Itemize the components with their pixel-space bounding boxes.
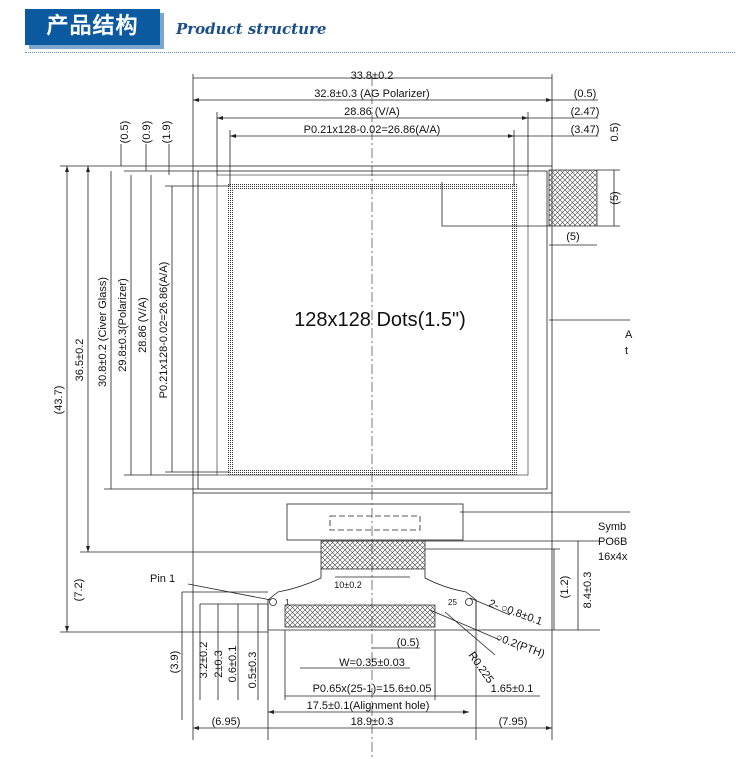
dim-left-09: (0.9)	[141, 121, 153, 144]
w-label: W=0.35±0.03	[339, 657, 405, 669]
dim-39: (3.9)	[169, 651, 181, 674]
dim-polarizer: 32.8±0.3 (AG Polarizer)	[314, 88, 429, 100]
section-title: 产品结构	[25, 9, 160, 45]
dim-right-247: (2.47)	[571, 106, 600, 118]
pin1-label: Pin 1	[150, 573, 175, 585]
fpc-neck	[320, 540, 426, 570]
holes-label: 2- ○0.8±0.1	[487, 598, 544, 628]
r0225-label: R0.225	[466, 650, 496, 686]
alignment-hole-right	[465, 598, 473, 606]
side-note-po: PO6B	[598, 536, 627, 548]
section-subtitle: Product structure	[176, 20, 327, 38]
dim-12: (1.2)	[559, 576, 571, 599]
dim-84: 8.4±0.3	[582, 572, 594, 609]
dim-cover: 30.8±0.2 (Civer Glass)	[97, 277, 109, 387]
pin25-label: 25	[448, 598, 457, 607]
glass-outline	[192, 165, 553, 494]
fpc-width: 10±0.2	[334, 580, 361, 590]
dim-aa: P0.21x128-0.02=26.86(A/A)	[304, 124, 441, 136]
pth-label: ○0.2(PTH)	[494, 632, 546, 661]
dim-cut-top: 33.8±0.2	[351, 70, 394, 82]
fpc-pins	[284, 604, 436, 628]
dim-right-347: (3.47)	[571, 124, 600, 136]
section-header: 产品结构 Product structure	[0, 0, 750, 58]
alignment-hole-left	[269, 598, 277, 606]
dim-left-05: (0.5)	[119, 121, 131, 144]
dim-pol: 29.8±0.3(Polarizer)	[117, 278, 129, 371]
polarizer-outline	[197, 170, 548, 490]
pin1-small: 1	[285, 598, 290, 607]
v-2: 2±0.3	[213, 650, 225, 677]
pitch-label: P0.65x(25-1)=15.6±0.05	[313, 683, 432, 695]
dim-795: (7.95)	[499, 716, 528, 728]
dim-glass: 36.5±0.2	[74, 339, 86, 382]
side-note-t: t	[625, 345, 628, 357]
v-06: 0.6±0.1	[227, 646, 239, 683]
dim-va-vertical: 28.86 (V/A)	[137, 297, 149, 353]
dim-total: (43.7)	[53, 386, 65, 415]
side-note-a: A	[625, 329, 633, 341]
d165-label: 1.65±0.1	[491, 683, 534, 695]
width-189: 18.9±0.3	[351, 716, 394, 728]
align-label: 17.5±0.1(Alignment hole)	[307, 700, 430, 712]
corner-detail	[548, 169, 598, 227]
dim-va: 28.86 (V/A)	[344, 106, 400, 118]
dim-left-19: (1.9)	[161, 121, 173, 144]
dim-05-bottom: (0.5)	[397, 637, 420, 649]
ic-block	[286, 503, 464, 541]
side-note-symb: Symb	[598, 521, 626, 533]
center-label: 128x128 Dots(1.5")	[294, 309, 466, 331]
dim-695: (6.95)	[212, 716, 241, 728]
detail-5-v: (5)	[609, 191, 621, 204]
dim-aa-vertical: P0.21x128-0.02=26.86(A/A)	[158, 262, 170, 399]
dim-72: (7.2)	[73, 579, 85, 602]
v-05: 0.5±0.3	[247, 652, 259, 689]
header-divider	[25, 52, 735, 53]
detail-05: 0.5)	[609, 123, 621, 142]
dim-right-05: (0.5)	[574, 88, 597, 100]
detail-5-h: (5)	[566, 231, 579, 243]
side-note-size: 16x4x	[598, 551, 628, 563]
v-32: 3.2±0.2	[198, 642, 210, 679]
fpc-body	[267, 569, 477, 631]
